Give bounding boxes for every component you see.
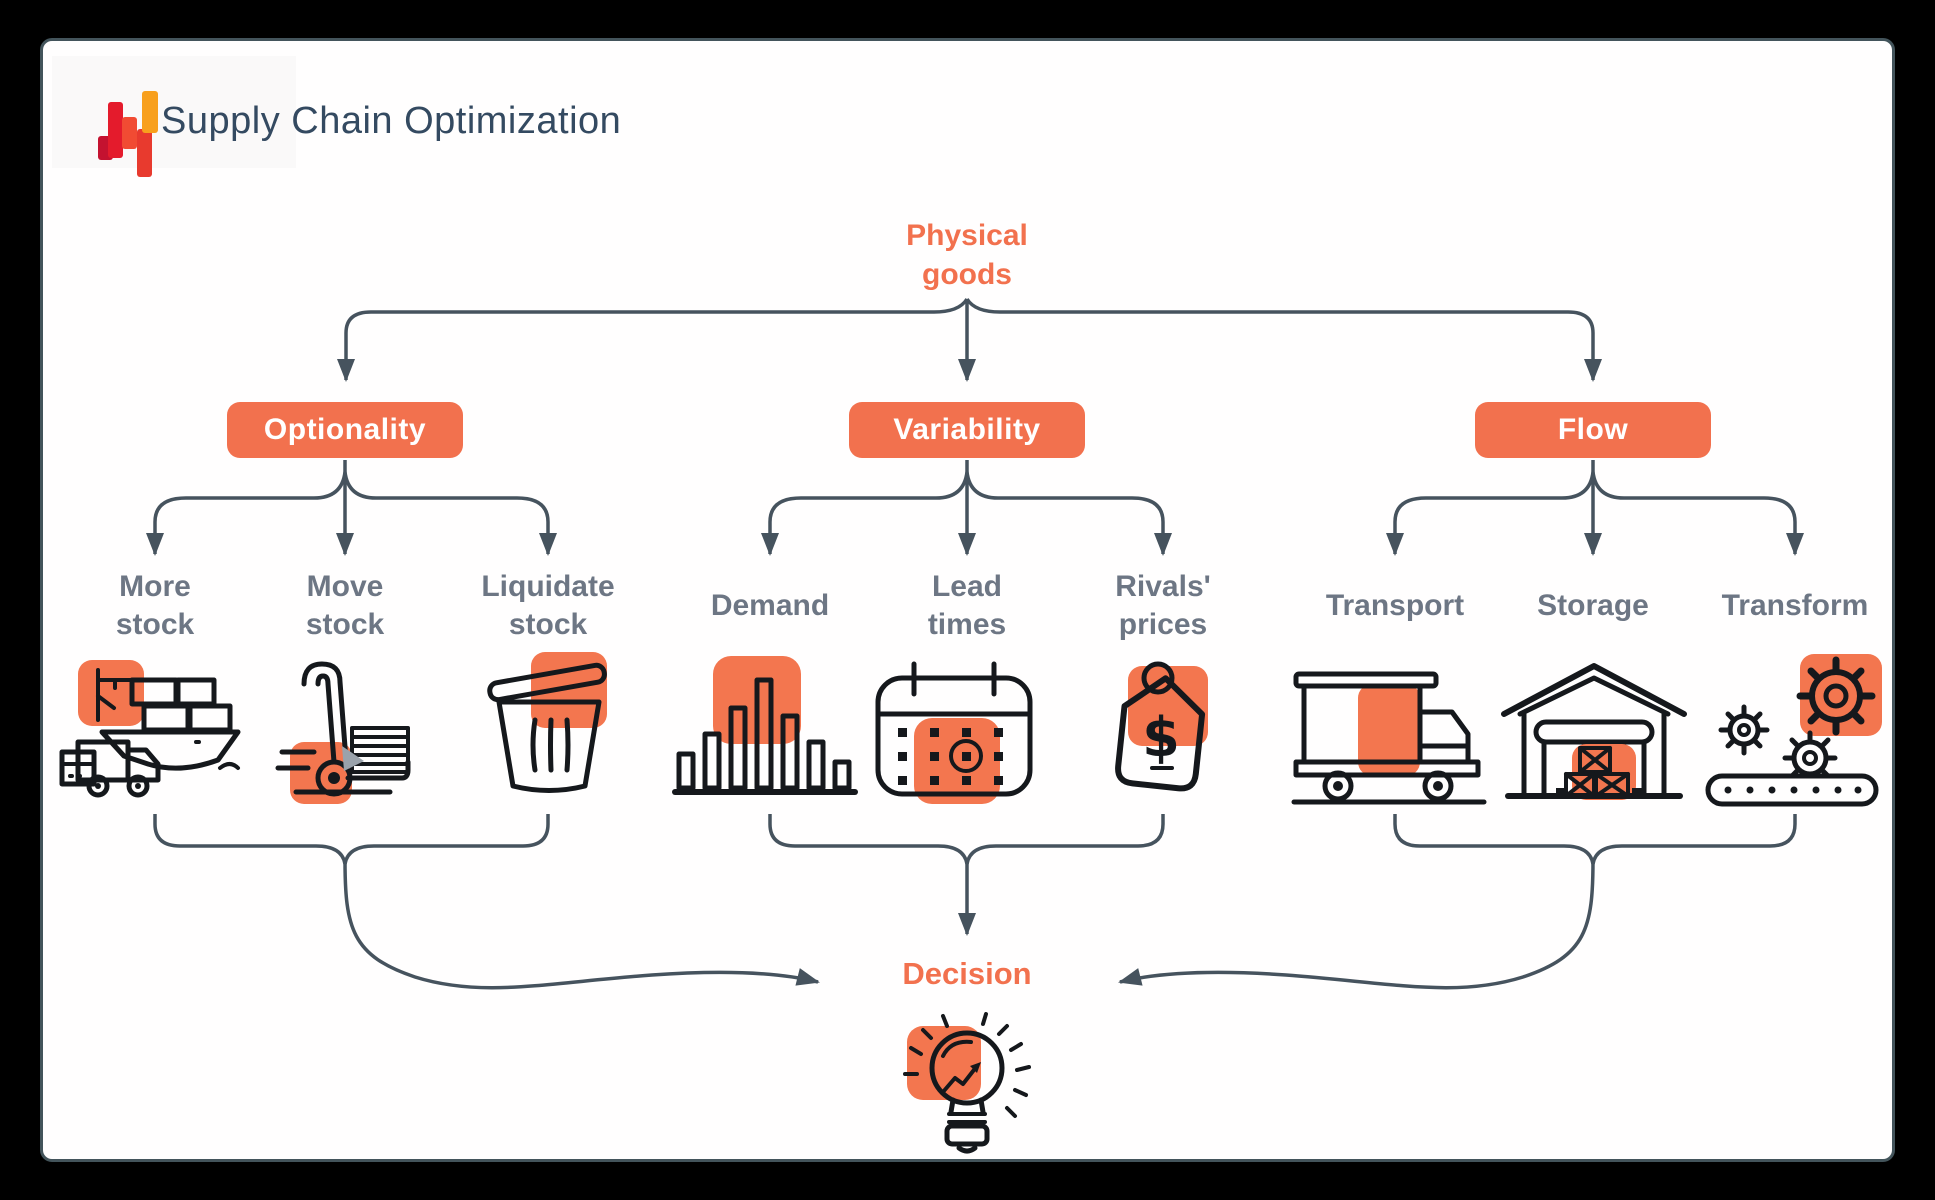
branch-box-flow: Flow xyxy=(1475,402,1711,458)
cargo-ship-truck-icon xyxy=(59,660,241,798)
node-decision: Decision xyxy=(902,956,1032,991)
hand-truck-icon xyxy=(275,661,411,804)
trash-can-icon xyxy=(487,652,607,793)
calendar-icon xyxy=(875,661,1033,804)
leaf-move-stock: Move stock xyxy=(305,570,385,641)
idea-lightbulb-icon xyxy=(903,1012,1031,1154)
brand-logo-icon xyxy=(98,91,158,177)
leaf-transform: Transform xyxy=(1721,589,1869,622)
leaf-rivals-prices: Rivals' prices xyxy=(1115,570,1211,641)
leaf-demand: Demand xyxy=(710,589,830,622)
logo-plate xyxy=(52,56,296,168)
dollar-glyph: $ xyxy=(1142,706,1180,769)
branch-box-variability: Variability xyxy=(849,402,1085,458)
bar-chart-icon xyxy=(672,656,858,795)
branch-box-optionality: Optionality xyxy=(227,402,463,458)
leaf-liquidate-stock: Liquidate stock xyxy=(481,570,615,641)
leaf-storage: Storage xyxy=(1537,589,1649,622)
page-title: Supply Chain Optimization xyxy=(161,100,622,142)
leaf-lead-times: Lead times xyxy=(927,570,1007,641)
warehouse-icon xyxy=(1501,663,1687,800)
node-physical-goods: Physical goods xyxy=(906,219,1028,291)
cursor-artifact xyxy=(342,746,364,771)
price-tag-icon: $ xyxy=(1115,661,1208,792)
gears-conveyor-icon xyxy=(1705,654,1882,807)
delivery-truck-icon xyxy=(1291,671,1487,805)
leaf-more-stock: More stock xyxy=(115,570,195,641)
leaf-transport: Transport xyxy=(1325,589,1465,622)
